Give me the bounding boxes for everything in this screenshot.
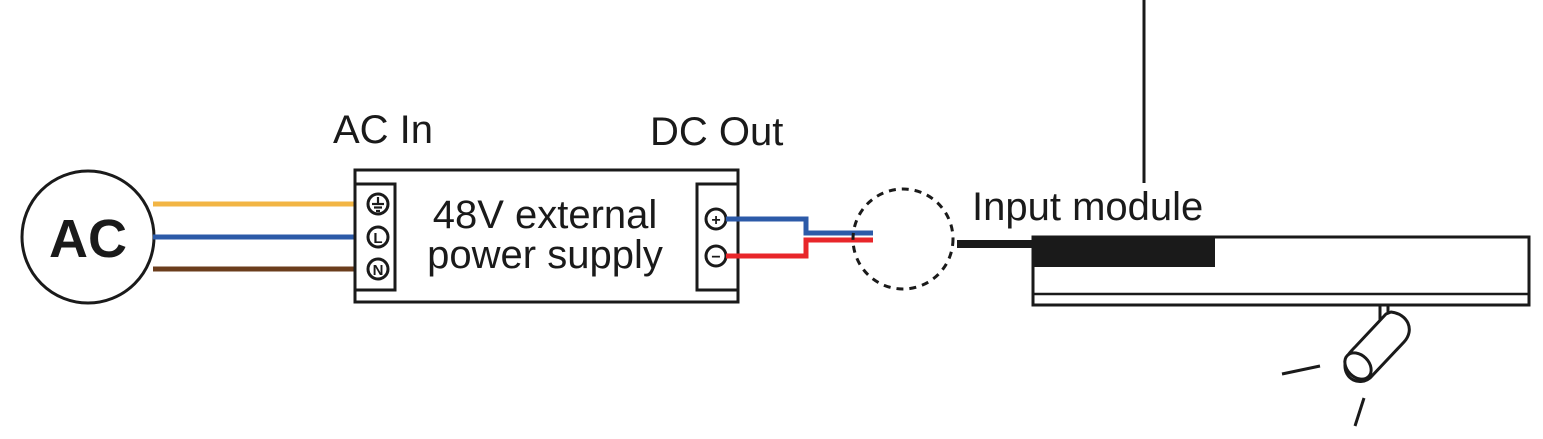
dc-positive-wire — [726, 216, 873, 236]
track-rail — [1031, 235, 1531, 307]
ac-source-label: AC — [49, 209, 127, 269]
input-module-block — [1033, 237, 1215, 267]
psu-label-line1: 48V external — [433, 193, 658, 237]
neutral-terminal-label: N — [373, 262, 384, 279]
ac-source: AC — [20, 169, 156, 305]
dc-minus-label: − — [711, 249, 720, 266]
ac-in-label: AC In — [333, 108, 433, 152]
connector-dashed-circle — [851, 187, 955, 291]
dc-out-label: DC Out — [650, 110, 783, 154]
spotlight-icon — [1281, 305, 1411, 427]
dc-terminal-block — [695, 182, 740, 292]
earth-symbol — [372, 197, 384, 213]
input-module-label: Input module — [972, 185, 1203, 229]
dc-plus-label: + — [711, 212, 720, 229]
psu-label-line2: power supply — [427, 233, 663, 277]
power-supply: L N + − 48V external power supply — [353, 168, 740, 304]
live-terminal-label: L — [373, 230, 382, 247]
neutral-terminal-icon — [366, 257, 390, 281]
dc-negative-wire — [726, 237, 873, 259]
live-terminal-icon — [366, 225, 390, 249]
